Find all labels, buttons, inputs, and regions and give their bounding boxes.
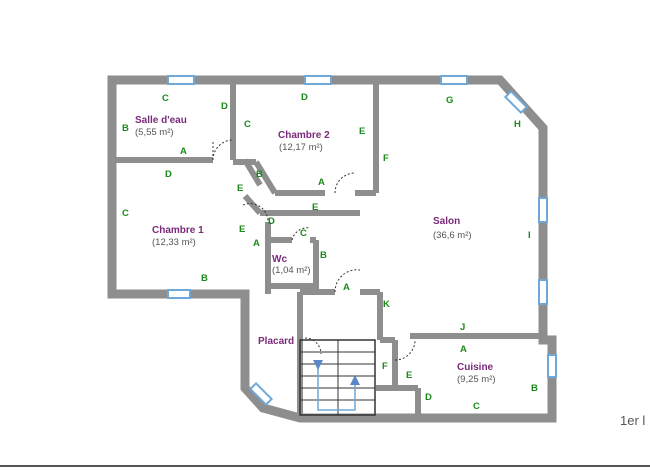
wall-letter: I: [528, 230, 531, 241]
room-name-cuisine: Cuisine: [457, 362, 494, 373]
inner-walls: [112, 80, 545, 418]
wall-letter: E: [359, 126, 365, 137]
wall-letter: E: [406, 370, 412, 381]
wall-letter: H: [514, 119, 521, 130]
wall-letter: A: [343, 282, 350, 293]
wall-letter: J: [460, 322, 465, 333]
walls: [107, 75, 557, 423]
wall-letters: C D B C A D C E D A B F E E G H D C E B …: [122, 92, 538, 412]
wall-letter: E: [239, 224, 245, 235]
wall-letter: A: [253, 238, 260, 249]
room-name-chambre-1: Chambre 1: [152, 225, 204, 236]
windows: [167, 75, 557, 407]
wall-letter: F: [382, 361, 388, 372]
wall-letter: F: [383, 153, 389, 164]
room-area-chambre-2: (12,17 m²): [279, 142, 323, 153]
wall-letter: C: [300, 228, 307, 239]
wall-letter: B: [531, 383, 538, 394]
wall-letter: D: [425, 392, 432, 403]
room-labels: Salle d'eau (5,55 m²) Chambre 2 (12,17 m…: [135, 115, 496, 385]
wall-letter: K: [383, 299, 390, 310]
wall-letter: D: [301, 92, 308, 103]
wall-letter: C: [244, 119, 251, 130]
wall-letter: A: [460, 344, 467, 355]
room-name-wc: Wc: [272, 254, 287, 265]
bottom-rule: [0, 465, 650, 467]
floor-label: 1er l: [620, 413, 646, 428]
room-area-chambre-1: (12,33 m²): [152, 237, 196, 248]
room-name-chambre-2: Chambre 2: [278, 130, 330, 141]
wall-letter: B: [256, 169, 263, 180]
room-name-salon: Salon: [433, 216, 460, 227]
wall-letter: D: [165, 169, 172, 180]
wall-letter: B: [122, 123, 129, 134]
wall-letter: B: [320, 250, 327, 261]
room-area-salon: (36,6 m²): [433, 230, 472, 241]
room-area-wc: (1,04 m²): [272, 265, 311, 276]
wall-letter: C: [473, 401, 480, 412]
wall-letter: G: [446, 95, 453, 106]
wall-letter: C: [162, 93, 169, 104]
room-area-salle-deau: (5,55 m²): [135, 127, 174, 138]
wall-letter: C: [122, 208, 129, 219]
wall-letter: B: [201, 273, 208, 284]
wall-letter: A: [318, 177, 325, 188]
staircase: [299, 339, 376, 416]
wall-letter: E: [312, 202, 318, 213]
room-name-salle-deau: Salle d'eau: [135, 115, 187, 126]
room-name-placard: Placard: [258, 336, 294, 347]
wall-letter: A: [180, 146, 187, 157]
wall-letter: E: [237, 183, 243, 194]
doors: [212, 139, 416, 361]
wall-letter: D: [268, 216, 275, 227]
room-area-cuisine: (9,25 m²): [457, 374, 496, 385]
wall-letter: D: [221, 101, 228, 112]
